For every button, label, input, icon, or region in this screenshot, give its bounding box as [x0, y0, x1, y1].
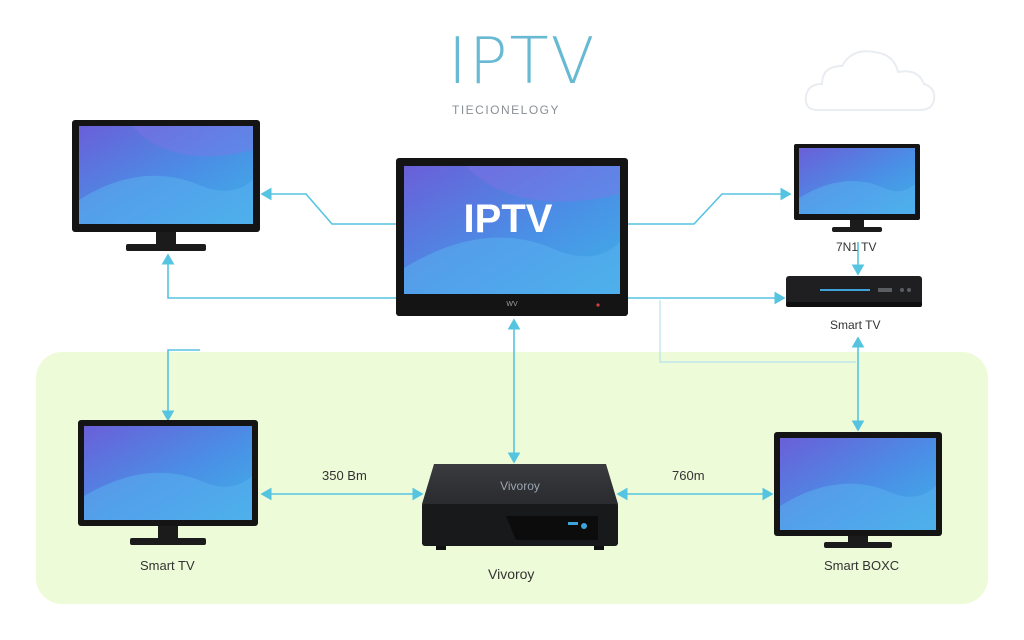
- bottom-right-tv-label: Smart BOXC: [824, 558, 900, 573]
- set-top-box-icon: Vivoroy: [422, 464, 618, 550]
- set-top-box-brand: Vivoroy: [500, 479, 540, 493]
- wire-bottomleft-down: [161, 349, 200, 422]
- page-title: IPTV: [448, 25, 597, 99]
- wire-center-to-topright: [626, 187, 792, 225]
- right-distance-label: 760m: [672, 468, 705, 483]
- center-tv-screen-text: IPTV: [464, 197, 553, 241]
- cloud-icon: [804, 50, 936, 111]
- tv-icon: [72, 120, 260, 251]
- set-top-box-icon: [786, 276, 922, 307]
- top-right-tv-label: 7N1 TV: [836, 240, 877, 254]
- center-box-caption: Vivoroy: [488, 566, 535, 582]
- tv-icon: [78, 420, 258, 545]
- wire-center-to-topleft: [260, 187, 398, 225]
- tv-icon: IPTV WV: [396, 158, 628, 316]
- tv-icon: [794, 144, 920, 232]
- left-distance-label: 350 Bm: [322, 468, 367, 483]
- wire-helper: [659, 300, 856, 363]
- wire-topleft-bottom: [161, 253, 398, 299]
- page-subtitle: TIECIONELOGY: [452, 103, 561, 117]
- tv-icon: [774, 432, 942, 548]
- top-right-box-label: Smart TV: [830, 318, 881, 332]
- bottom-left-tv-label: Smart TV: [140, 558, 195, 573]
- center-tv-brand: WV: [506, 301, 518, 308]
